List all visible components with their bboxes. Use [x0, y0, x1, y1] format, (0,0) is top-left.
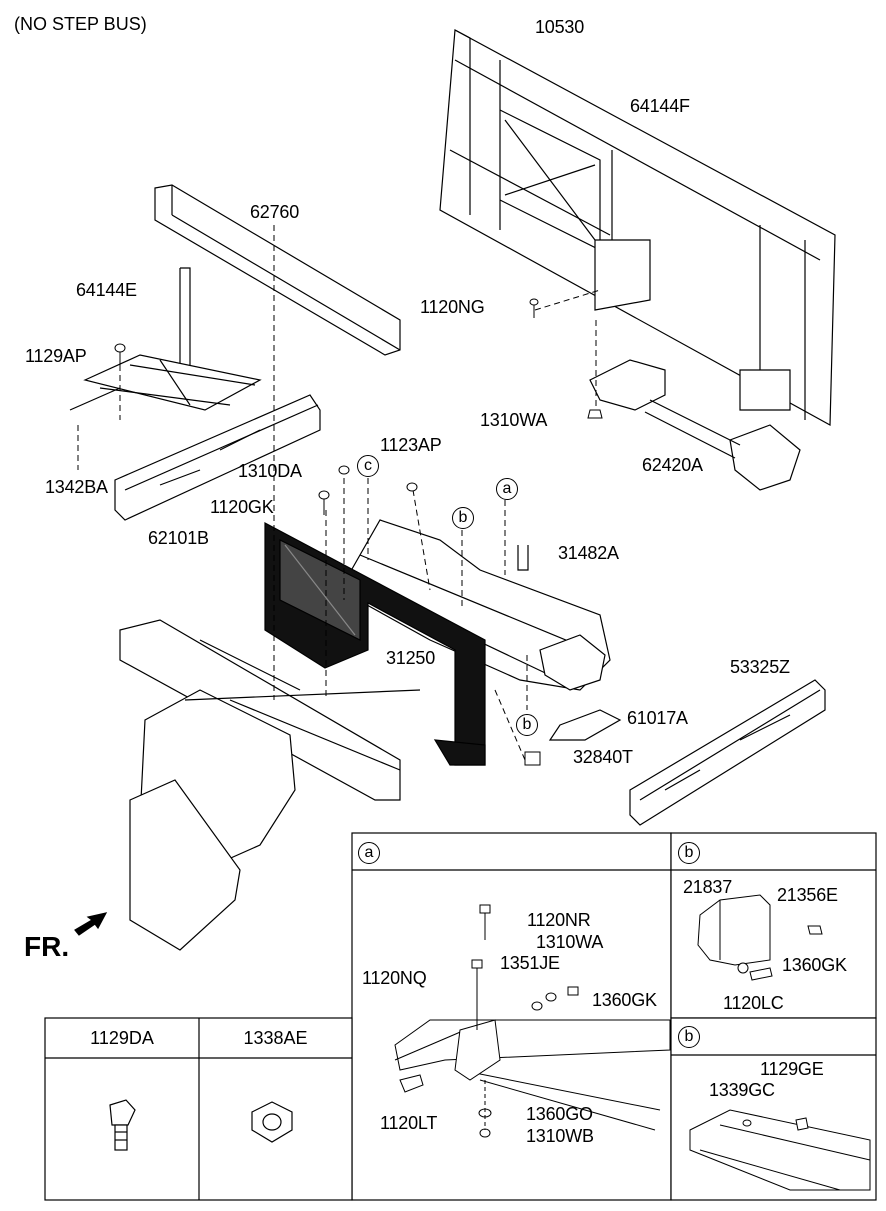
- detail-b1-label-1120LC: 1120LC: [723, 993, 784, 1013]
- detail-a-label-1120NR: 1120NR: [527, 910, 591, 930]
- part-label-32840T: 32840T: [573, 747, 633, 767]
- part-label-62420A: 62420A: [642, 455, 703, 475]
- detail-a-box: [351, 832, 672, 1201]
- detail-a-label-1310WA: 1310WA: [536, 932, 604, 952]
- bracket-61017A: [548, 709, 622, 741]
- bolt-1129DA: [109, 1099, 136, 1151]
- fr-arrow: [74, 912, 108, 936]
- part-label-64144F: 64144F: [630, 96, 690, 116]
- bracket-31482A: [517, 545, 529, 571]
- part-label-1129AP: 1129AP: [25, 346, 87, 366]
- bracket-frame-64144E: [69, 267, 262, 411]
- part-label-64144E: 64144E: [76, 280, 137, 300]
- detail-b1-label-21837: 21837: [683, 877, 733, 897]
- part-label-31250: 31250: [386, 648, 436, 668]
- callout-a: a: [496, 478, 518, 500]
- part-label-1120GK: 1120GK: [210, 497, 274, 517]
- detail-a-label-1120LT: 1120LT: [380, 1113, 438, 1133]
- callout-b-lower: b: [516, 714, 538, 736]
- detail-a-label-1360GO: 1360GO: [526, 1104, 593, 1124]
- detail-b2-label-1339GC: 1339GC: [709, 1080, 775, 1100]
- side-rail-62101B: [114, 394, 321, 521]
- part-label-1310WA: 1310WA: [480, 410, 548, 430]
- part-label-53325Z: 53325Z: [730, 657, 790, 677]
- part-label-1123AP: 1123AP: [380, 435, 442, 455]
- page-title: (NO STEP BUS): [14, 14, 147, 34]
- part-label-1310DA: 1310DA: [238, 461, 302, 481]
- rear-frame-64144F: [439, 29, 836, 427]
- part-label-1342BA: 1342BA: [45, 477, 108, 497]
- nut-1338AE: [251, 1101, 293, 1143]
- detail-b1-drawing: [697, 894, 823, 981]
- part-label-62101B: 62101B: [148, 528, 209, 548]
- detail-b1-label-21356E: 21356E: [777, 885, 838, 905]
- detail-a-label-1120NQ: 1120NQ: [362, 968, 427, 988]
- bracket-62420A: [589, 359, 801, 491]
- part-label-10530: 10530: [535, 17, 585, 37]
- part-label-62760: 62760: [250, 202, 300, 222]
- crossmember-62760: [154, 184, 401, 356]
- detail-a-callout: a: [358, 842, 380, 864]
- detail-a-label-1351JE: 1351JE: [500, 953, 560, 973]
- detail-b1-label-1360GK: 1360GK: [782, 955, 847, 975]
- part-label-1120NG: 1120NG: [420, 297, 485, 317]
- side-rail-53325Z: [629, 679, 826, 826]
- front-direction-label: FR.: [24, 931, 70, 962]
- part-label-61017A: 61017A: [627, 708, 688, 728]
- detail-b1-callout: b: [678, 842, 700, 864]
- panel-black: [264, 522, 486, 766]
- callout-c: c: [357, 455, 379, 477]
- fasteners: [114, 298, 603, 766]
- detail-b2-label-1129GE: 1129GE: [760, 1059, 824, 1079]
- detail-a-label-1310WB: 1310WB: [526, 1126, 594, 1146]
- detail-a-drawing: [394, 904, 671, 1138]
- table-header-1338AE: 1338AE: [243, 1028, 308, 1048]
- detail-b2-callout: b: [678, 1026, 700, 1048]
- part-label-31482A: 31482A: [558, 543, 619, 563]
- detail-a-label-1360GK: 1360GK: [592, 990, 657, 1010]
- callout-b: b: [452, 507, 474, 529]
- detail-b2-drawing: [689, 1109, 871, 1191]
- main-chassis: [119, 519, 611, 951]
- table-header-1129DA: 1129DA: [90, 1028, 154, 1048]
